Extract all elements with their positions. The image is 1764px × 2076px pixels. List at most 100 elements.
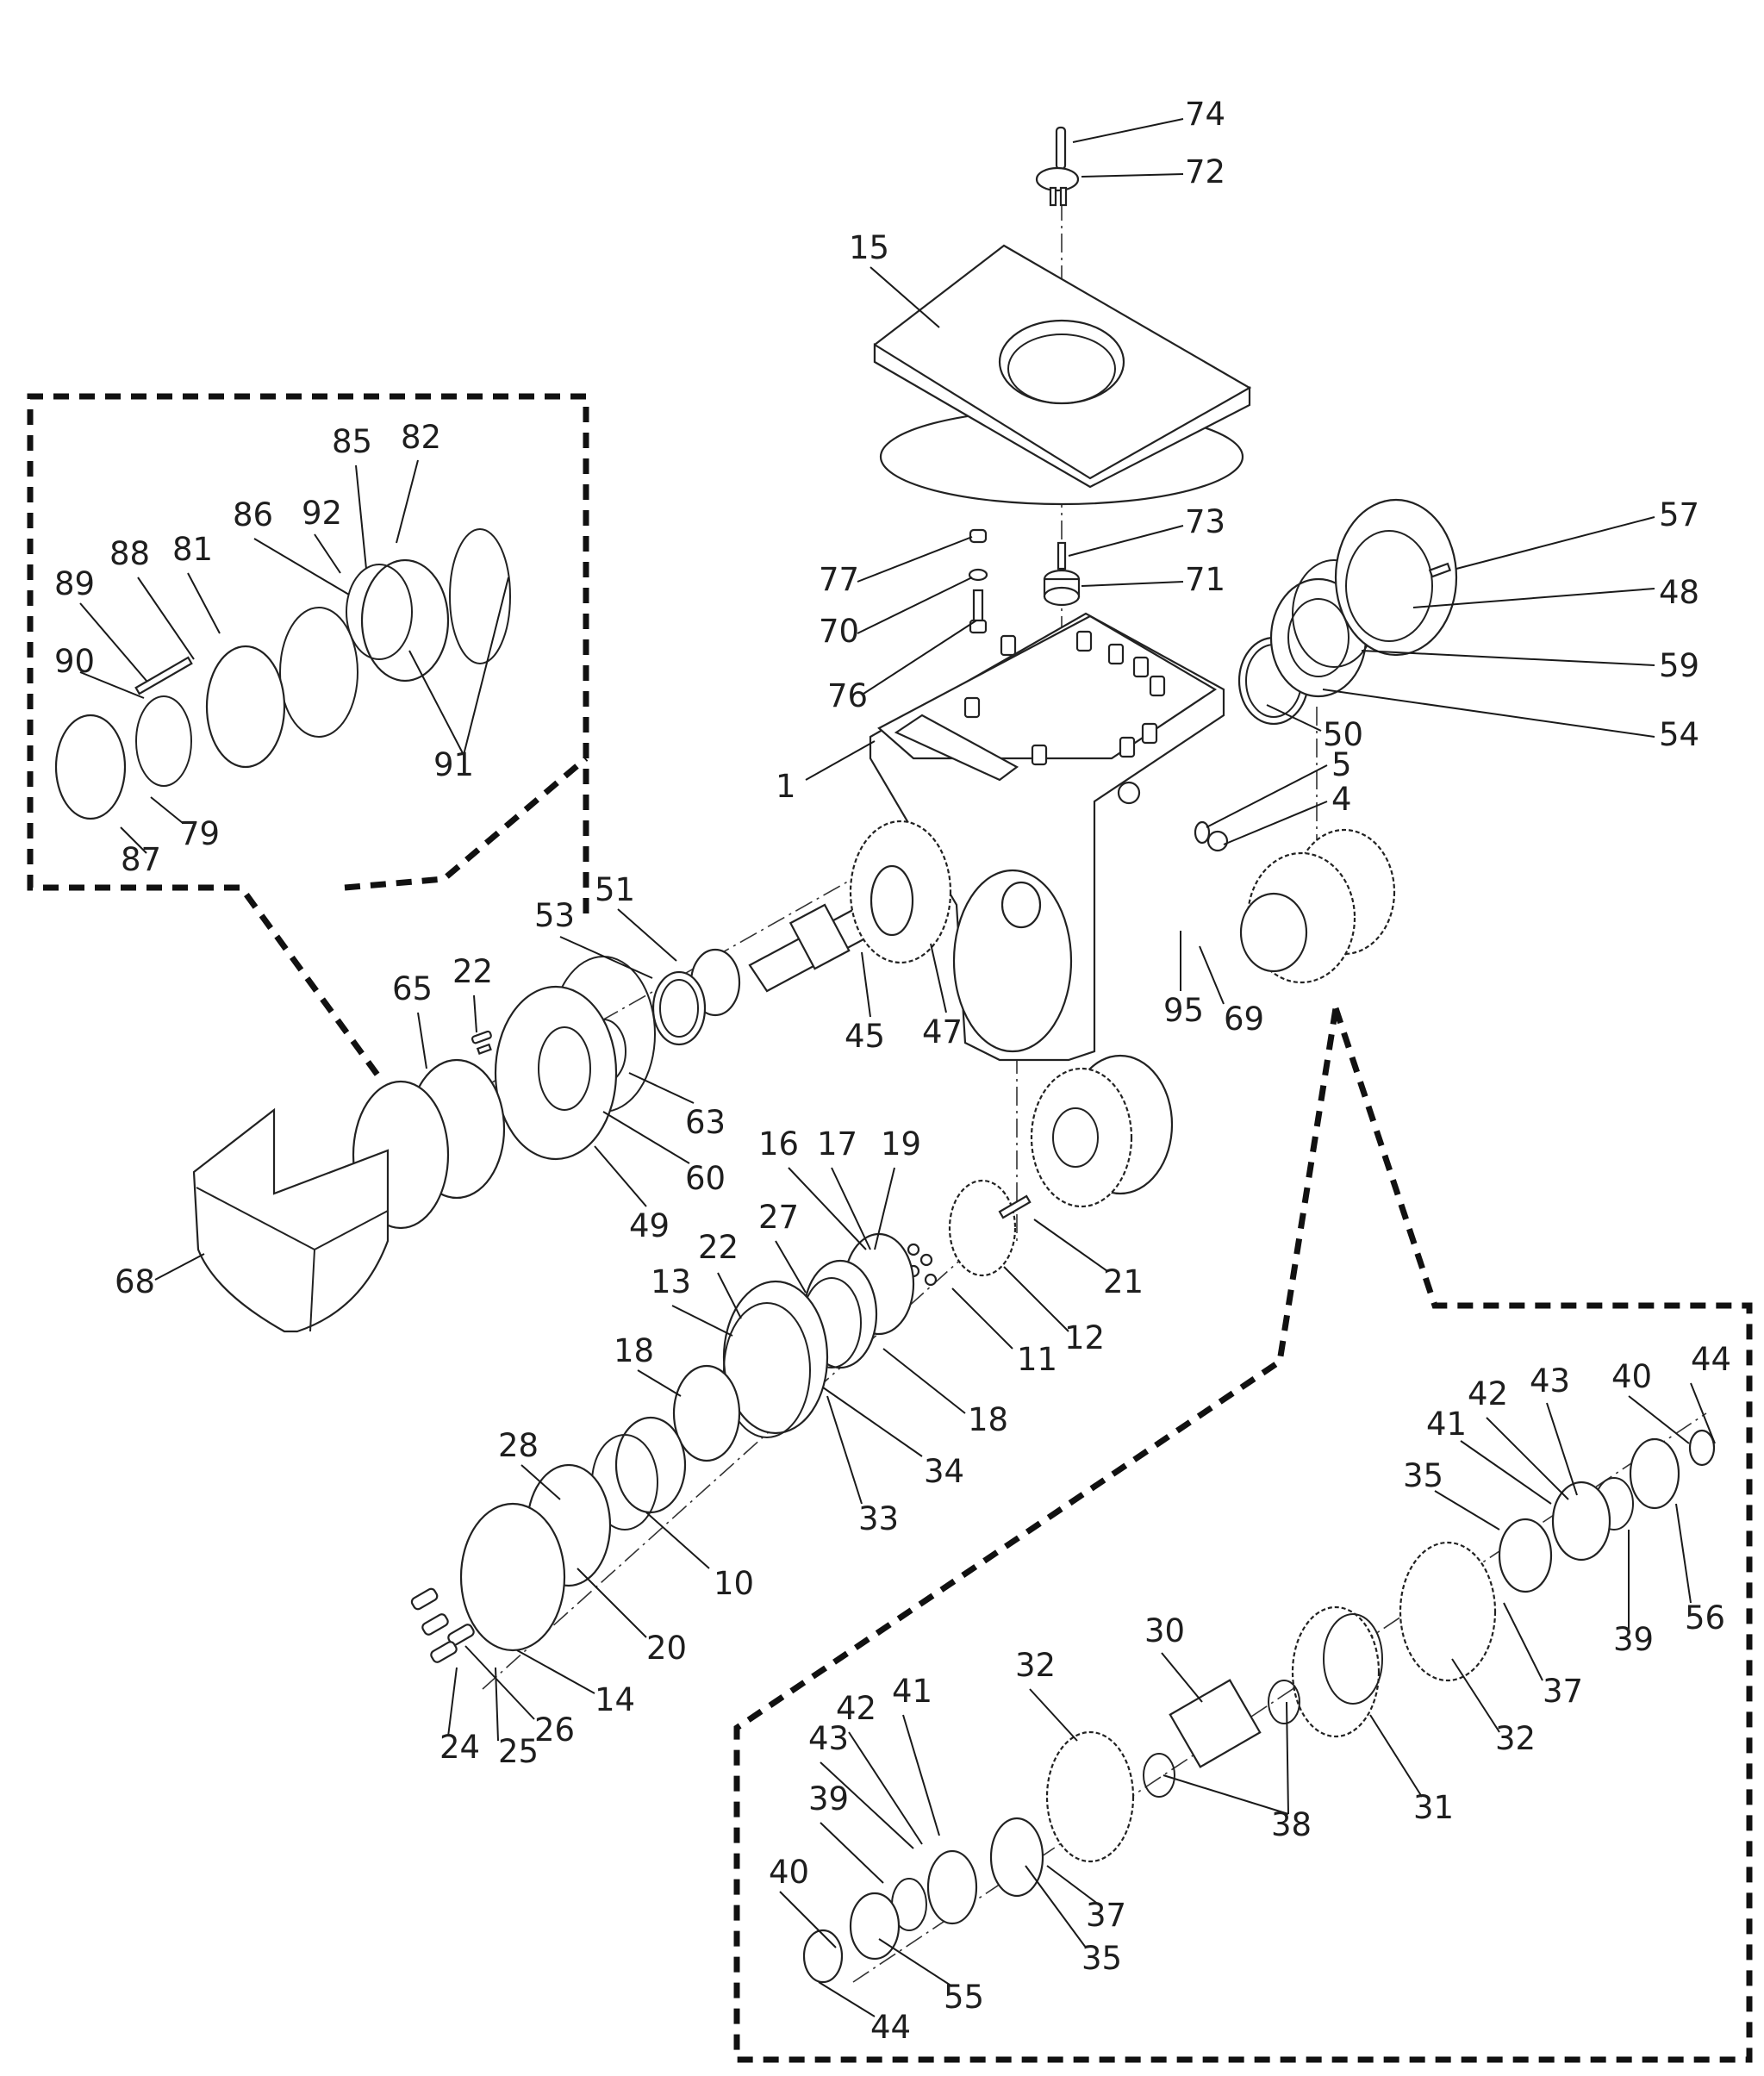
callout-label-14: 14 (595, 1681, 635, 1718)
callout-label-10: 10 (714, 1565, 754, 1602)
callout-label-32: 32 (1015, 1647, 1056, 1684)
leader-line-13 (671, 1305, 733, 1337)
leader-line-77 (857, 536, 973, 583)
leader-line-21 (1033, 1219, 1108, 1272)
leader-line-92 (314, 533, 341, 574)
leader-line-31 (1369, 1714, 1423, 1798)
callout-label-91: 91 (433, 746, 474, 783)
leader-line-91 (463, 577, 509, 756)
leader-line-22 (717, 1272, 742, 1319)
callout-label-73: 73 (1185, 503, 1225, 540)
callout-label-30: 30 (1144, 1612, 1185, 1649)
leader-lines (79, 118, 1716, 2017)
callout-label-20: 20 (646, 1630, 687, 1667)
leader-line-43 (1546, 1402, 1578, 1496)
callout-label-90: 90 (54, 643, 95, 680)
leader-line-45 (861, 951, 871, 1018)
detail-box-brake-motor (27, 393, 589, 1080)
callout-label-13: 13 (651, 1263, 691, 1300)
callout-label-34: 34 (924, 1453, 964, 1490)
plug-part (1194, 820, 1229, 852)
guard-part (192, 1107, 390, 1333)
callout-label-5: 5 (1331, 746, 1352, 783)
leader-line-35 (1434, 1490, 1500, 1531)
flange-part (494, 956, 656, 1161)
leader-line-44 (818, 1981, 876, 2017)
leader-line-1 (805, 740, 876, 781)
callout-label-42: 42 (1468, 1375, 1508, 1412)
cap-part (1035, 126, 1080, 207)
mounting-plate-part (873, 244, 1252, 506)
leader-line-72 (1081, 173, 1184, 178)
callout-label-31: 31 (1413, 1789, 1454, 1826)
callout-label-47: 47 (922, 1013, 963, 1050)
callout-label-24: 24 (439, 1729, 480, 1766)
callout-label-76: 76 (827, 677, 868, 714)
callout-label-25: 25 (498, 1733, 539, 1770)
leader-line-53 (559, 936, 653, 979)
callout-label-42: 42 (836, 1690, 876, 1727)
brake-assembly-part (54, 528, 511, 820)
leader-line-38 (1286, 1701, 1289, 1815)
input-shaft-part (748, 820, 952, 993)
leader-line-10 (645, 1512, 710, 1569)
axis-line (482, 1231, 992, 1690)
leader-line-69 (1199, 945, 1225, 1005)
leader-line-74 (1072, 118, 1184, 143)
screw-part (471, 1030, 492, 1044)
leader-line-42 (1486, 1417, 1569, 1500)
leader-line-40 (1628, 1395, 1690, 1444)
leader-line-89 (79, 602, 147, 682)
callout-label-43: 43 (1530, 1362, 1570, 1400)
callout-label-12: 12 (1064, 1319, 1105, 1356)
leader-line-81 (187, 572, 221, 634)
callout-label-43: 43 (808, 1720, 849, 1757)
callout-label-50: 50 (1323, 716, 1363, 753)
leader-line-27 (775, 1240, 807, 1294)
shaft-bearing-part (651, 948, 741, 1046)
leader-line-51 (617, 908, 677, 962)
callout-label-18: 18 (968, 1401, 1008, 1438)
callout-label-16: 16 (758, 1125, 799, 1163)
leader-line-82 (396, 459, 419, 544)
leader-line-90 (79, 671, 145, 699)
callout-label-4: 4 (1331, 781, 1352, 818)
callout-label-92: 92 (302, 495, 342, 532)
leader-line-19 (874, 1167, 895, 1250)
callout-label-56: 56 (1685, 1599, 1725, 1636)
callout-label-40: 40 (769, 1854, 809, 1891)
leader-line-70 (857, 577, 973, 634)
leader-line-18 (637, 1369, 682, 1397)
callout-label-55: 55 (944, 1979, 984, 2016)
callout-label-68: 68 (115, 1263, 155, 1300)
leader-line-12 (1003, 1266, 1069, 1332)
leader-line-26 (464, 1645, 535, 1720)
leader-line-54 (1322, 689, 1655, 738)
callout-label-37: 37 (1086, 1897, 1126, 1934)
callout-label-49: 49 (629, 1207, 670, 1244)
leader-line-40 (779, 1891, 837, 1948)
leader-line-18 (882, 1348, 966, 1414)
callout-label-17: 17 (817, 1125, 857, 1163)
callout-label-28: 28 (498, 1427, 539, 1464)
leader-line-91 (408, 650, 464, 756)
leader-line-28 (520, 1464, 561, 1500)
callout-label-38: 38 (1271, 1806, 1312, 1843)
leader-line-41 (902, 1714, 940, 1836)
leader-line-42 (848, 1731, 923, 1845)
leader-line-32 (1029, 1688, 1078, 1742)
callout-label-35: 35 (1403, 1457, 1443, 1494)
callout-label-85: 85 (332, 423, 372, 460)
callout-label-74: 74 (1185, 96, 1225, 133)
planetary-carrier-part (1030, 1054, 1174, 1208)
leader-line-5 (1206, 764, 1328, 828)
callout-label-57: 57 (1659, 496, 1699, 533)
callout-label-44: 44 (870, 2009, 911, 2046)
callout-label-77: 77 (819, 561, 859, 598)
leader-line-86 (253, 538, 350, 595)
leader-line-55 (878, 1938, 953, 1987)
leader-line-44 (1690, 1382, 1716, 1444)
leader-line-50 (1266, 704, 1322, 732)
callout-label-44: 44 (1691, 1341, 1731, 1378)
